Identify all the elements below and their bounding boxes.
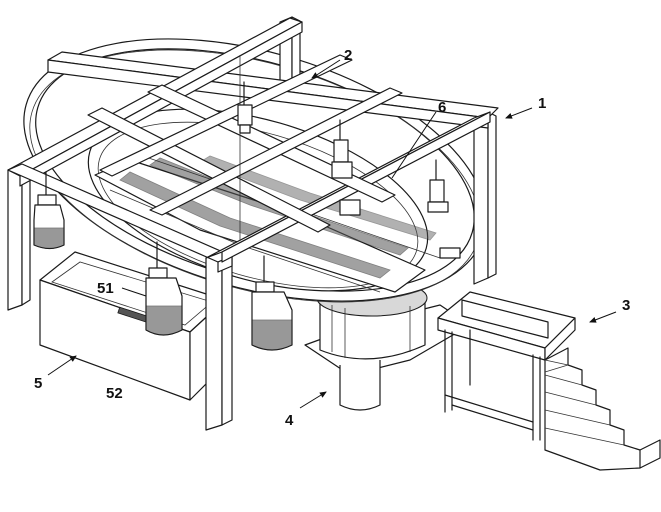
top-frame: [7, 17, 499, 273]
label-6: 6: [438, 99, 446, 116]
loading-stand: [437, 291, 576, 441]
gripper-6: [427, 159, 449, 213]
gripper-4: [237, 81, 253, 134]
label-3: 3: [622, 297, 630, 314]
label-4: 4: [285, 412, 294, 429]
frame-posts: [7, 16, 497, 431]
label-1: 1: [538, 95, 546, 112]
stairs: [544, 347, 661, 471]
label-5: 5: [34, 375, 42, 392]
label-2: 2: [344, 47, 352, 64]
pedestal-base: [304, 279, 471, 411]
gripper-2: [145, 241, 183, 336]
gripper-1: [33, 171, 65, 250]
callouts: [47, 59, 617, 409]
label-52: 52: [106, 385, 123, 402]
gripper-7: [339, 199, 461, 259]
gripper-5: [331, 119, 353, 179]
gripper-3: [251, 255, 293, 351]
label-51: 51: [97, 280, 114, 297]
